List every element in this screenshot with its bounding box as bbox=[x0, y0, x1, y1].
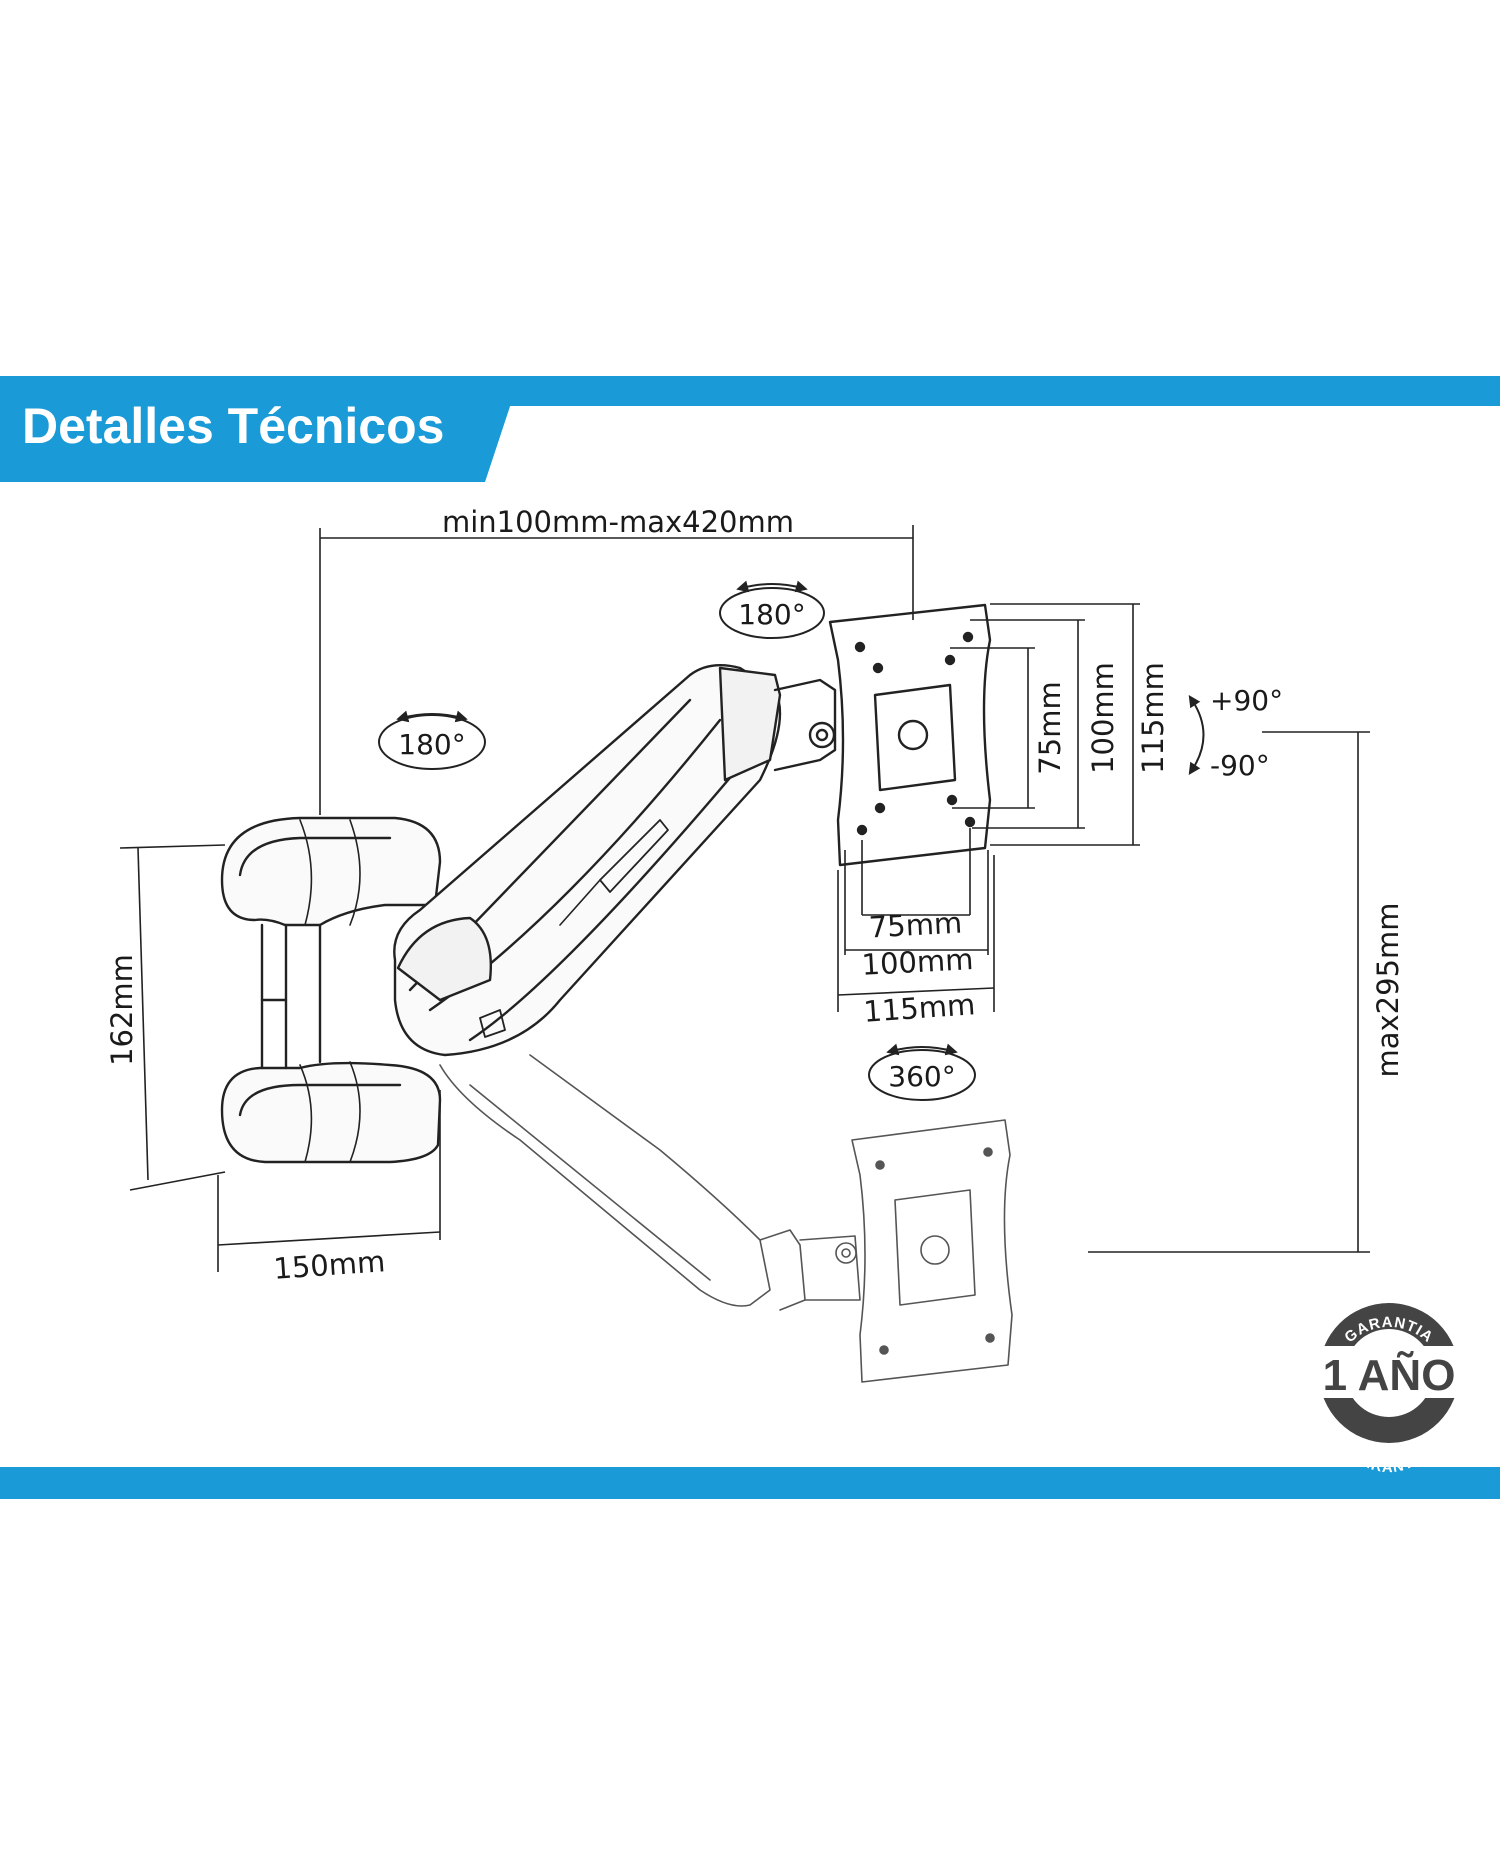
header-banner: Detalles Técnicos bbox=[0, 376, 1500, 482]
label-vesa-h-100: 100mm bbox=[1086, 662, 1120, 774]
label-wall-plate-width: 150mm bbox=[272, 1244, 386, 1286]
header-title-tab bbox=[0, 376, 520, 482]
tilt-arc bbox=[1188, 694, 1205, 776]
label-vesa-h-75: 75mm bbox=[1033, 681, 1067, 774]
label-height-adjust: max295mm bbox=[1371, 902, 1405, 1077]
label-wall-plate-height: 162mm bbox=[105, 954, 139, 1066]
lower-arm-ghost bbox=[439, 1054, 861, 1311]
dimension-labels: min100mm-max420mm 180° 180° 360° +90° -9… bbox=[105, 505, 1405, 1286]
badge-band bbox=[1318, 1346, 1460, 1398]
vesa-plate-lower bbox=[851, 1119, 1013, 1383]
label-vesa-v-75: 75mm bbox=[868, 906, 963, 945]
wall-plate bbox=[220, 816, 442, 1164]
label-head-swivel: 180° bbox=[738, 598, 805, 631]
footer-bar bbox=[0, 1467, 1500, 1499]
dimension-lines bbox=[119, 525, 1370, 1272]
label-arm-extension: min100mm-max420mm bbox=[442, 505, 794, 539]
label-arm-swivel: 180° bbox=[398, 728, 465, 761]
label-tilt-down: -90° bbox=[1210, 749, 1270, 782]
badge-center-text: 1 AÑO bbox=[1323, 1350, 1456, 1400]
label-tilt-up: +90° bbox=[1210, 684, 1283, 717]
main-arm bbox=[393, 664, 837, 1057]
rotation-markers bbox=[378, 580, 1205, 1101]
monitor-arm-drawing bbox=[220, 603, 1013, 1383]
warranty-badge: GARANTIA GARANTIA 1 AÑO bbox=[1318, 1303, 1460, 1476]
vesa-plate-upper bbox=[828, 603, 992, 867]
label-vesa-v-100: 100mm bbox=[861, 942, 974, 982]
label-vesa-v-115: 115mm bbox=[862, 987, 976, 1029]
header-title: Detalles Técnicos bbox=[22, 398, 444, 454]
label-rotation: 360° bbox=[888, 1060, 955, 1093]
label-vesa-h-115: 115mm bbox=[1136, 662, 1170, 774]
